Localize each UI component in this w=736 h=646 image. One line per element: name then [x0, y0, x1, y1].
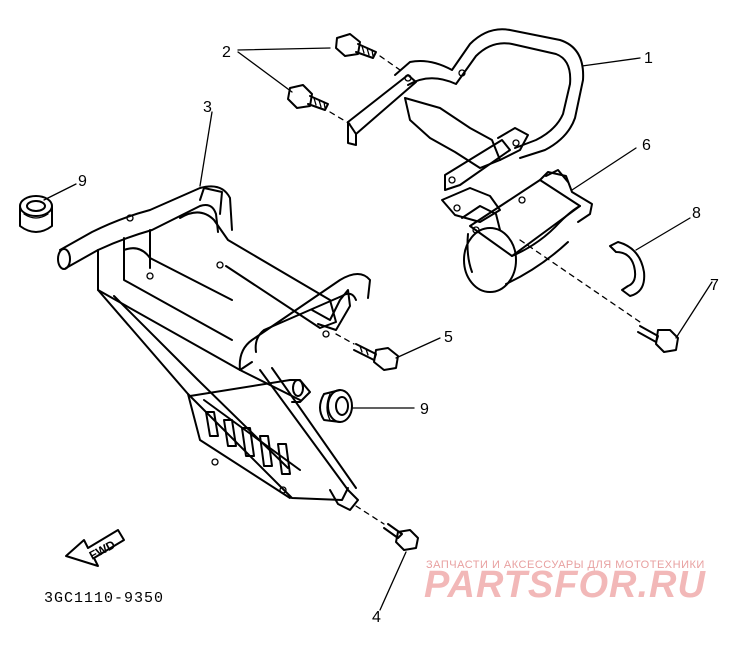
callout-1: 1 [644, 50, 653, 67]
callout-6: 6 [642, 137, 651, 154]
grommet-left-icon [19, 195, 53, 233]
callout-4: 4 [372, 609, 381, 626]
watermark-brand: PARTSFOR.RU [424, 564, 706, 606]
starter-motor [461, 169, 593, 293]
callout-9-left: 9 [78, 173, 87, 190]
bolt-4-icon [383, 523, 419, 551]
callout-7: 7 [710, 277, 719, 294]
callout-5: 5 [444, 329, 453, 346]
callout-9-right: 9 [420, 401, 429, 418]
callout-2: 2 [222, 44, 231, 61]
fwd-arrow-icon: FWD [65, 529, 125, 567]
skid-plate-slots [205, 411, 291, 475]
leader-lines [43, 47, 713, 611]
watermark-logo: ЗАПЧАСТИ И АКСЕССУАРЫ ДЛЯ МОТОТЕХНИКИ PA… [424, 559, 706, 606]
bolt-7-icon [637, 325, 679, 353]
callout-8: 8 [692, 205, 701, 222]
grommet-right-icon [319, 389, 353, 423]
lower-pipe-frame [57, 185, 371, 371]
bolt-5-icon [353, 343, 399, 371]
skid-plate [97, 289, 359, 511]
part-code: 3GC1110-9350 [44, 590, 164, 607]
band-clip-icon [609, 241, 646, 297]
watermark-subtitle: ЗАПЧАСТИ И АКСЕССУАРЫ ДЛЯ МОТОТЕХНИКИ [426, 559, 705, 571]
callout-3: 3 [203, 99, 212, 116]
upper-bracket-frame [347, 28, 585, 223]
bolt-lower-icon [287, 84, 329, 111]
bolt-upper-icon [335, 33, 377, 59]
fwd-label: FWD [87, 537, 118, 562]
